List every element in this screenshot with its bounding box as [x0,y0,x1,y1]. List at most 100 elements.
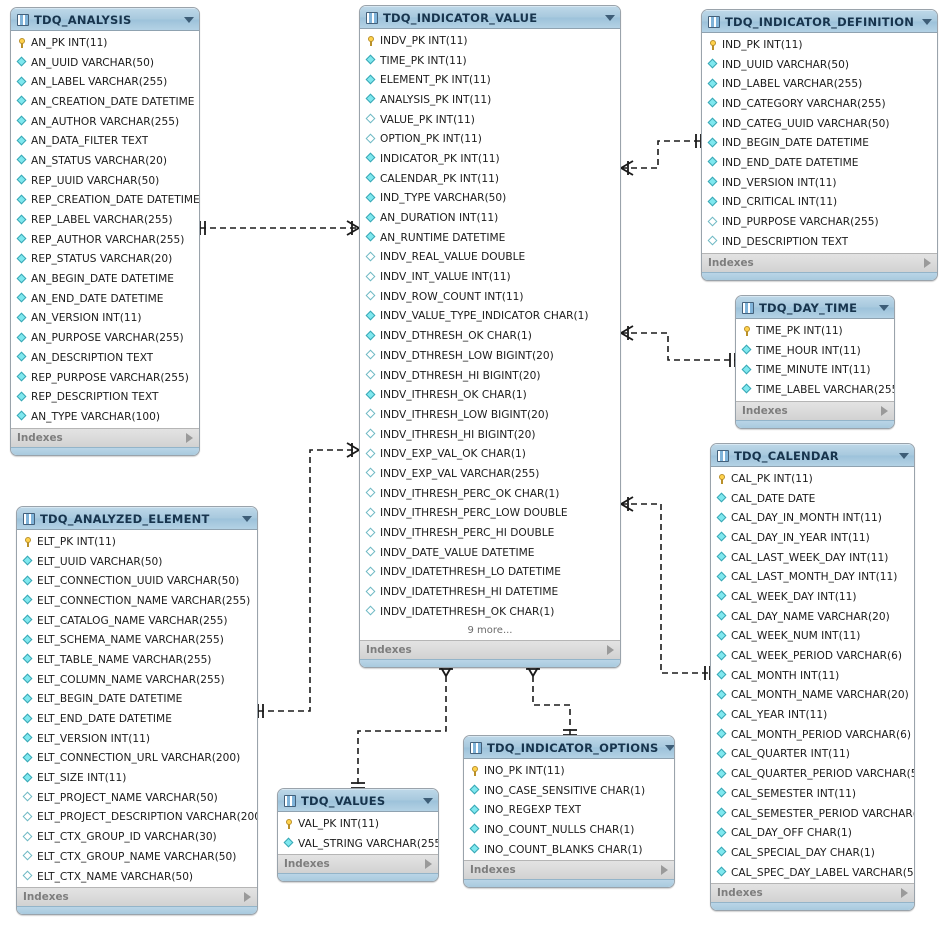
column-row[interactable]: INO_REGEXP TEXT [464,800,674,820]
more-columns-label[interactable]: 9 more... [467,624,513,636]
column-row[interactable]: INDV_ITHRESH_OK CHAR(1) [360,385,620,405]
entity-title-indicator_options[interactable]: TDQ_INDICATOR_OPTIONS [464,736,674,759]
column-row[interactable]: ELT_COLUMN_NAME VARCHAR(255) [17,670,257,690]
column-row[interactable]: CAL_SPECIAL_DAY CHAR(1) [711,843,914,863]
column-row[interactable]: ELT_CONNECTION_URL VARCHAR(200) [17,749,257,769]
indexes-section-analysis[interactable]: Indexes [11,427,199,447]
column-row[interactable]: INDV_IDATETHRESH_HI DATETIME [360,582,620,602]
column-row[interactable]: CAL_YEAR INT(11) [711,705,914,725]
column-row[interactable]: AN_BEGIN_DATE DATETIME [11,269,199,289]
column-row[interactable]: TIME_MINUTE INT(11) [736,360,894,380]
column-row[interactable]: ELT_TABLE_NAME VARCHAR(255) [17,650,257,670]
indexes-section-indicator_definition[interactable]: Indexes [702,252,937,272]
entity-title-indicator_definition[interactable]: TDQ_INDICATOR_DEFINITION [702,10,937,33]
column-row[interactable]: INDV_ITHRESH_PERC_OK CHAR(1) [360,484,620,504]
column-row[interactable]: INDV_DATE_VALUE DATETIME [360,543,620,563]
expand-right-icon[interactable] [661,865,668,876]
column-row[interactable]: IND_LABEL VARCHAR(255) [702,74,937,94]
column-row[interactable]: AN_PK INT(11) [11,33,199,53]
column-row[interactable]: ELEMENT_PK INT(11) [360,70,620,90]
chevron-down-icon[interactable] [664,744,674,751]
column-row[interactable]: CAL_QUARTER_PERIOD VARCHAR(5) [711,764,914,784]
column-row[interactable]: CAL_WEEK_NUM INT(11) [711,627,914,647]
column-row[interactable]: AN_DURATION INT(11) [360,208,620,228]
column-row[interactable]: IND_CATEGORY VARCHAR(255) [702,94,937,114]
column-row[interactable]: ELT_SCHEMA_NAME VARCHAR(255) [17,630,257,650]
column-row[interactable]: ELT_PK INT(11) [17,532,257,552]
column-row[interactable]: CAL_MONTH_NAME VARCHAR(20) [711,686,914,706]
column-row[interactable]: REP_LABEL VARCHAR(255) [11,210,199,230]
column-row[interactable]: CAL_DAY_OFF CHAR(1) [711,823,914,843]
column-row[interactable]: INDV_IDATETHRESH_LO DATETIME [360,563,620,583]
chevron-down-icon[interactable] [922,18,932,25]
column-row[interactable]: ELT_CONNECTION_NAME VARCHAR(255) [17,591,257,611]
indexes-section-day_time[interactable]: Indexes [736,400,894,420]
column-row[interactable]: CAL_MONTH_PERIOD VARCHAR(6) [711,725,914,745]
column-row[interactable]: ELT_PROJECT_DESCRIPTION VARCHAR(200) [17,808,257,828]
chevron-down-icon[interactable] [879,304,889,311]
indexes-section-analyzed_element[interactable]: Indexes [17,887,257,907]
column-row[interactable]: IND_BEGIN_DATE DATETIME [702,133,937,153]
entity-title-analyzed_element[interactable]: TDQ_ANALYZED_ELEMENT [17,507,257,530]
column-row[interactable]: IND_VERSION INT(11) [702,173,937,193]
column-row[interactable]: INDV_DTHRESH_OK CHAR(1) [360,326,620,346]
column-row[interactable]: CAL_LAST_MONTH_DAY INT(11) [711,567,914,587]
column-row[interactable]: ELT_VERSION INT(11) [17,729,257,749]
expand-right-icon[interactable] [607,644,614,655]
column-row[interactable]: REP_AUTHOR VARCHAR(255) [11,230,199,250]
column-row[interactable]: REP_CREATION_DATE DATETIME [11,191,199,211]
column-row[interactable]: IND_PURPOSE VARCHAR(255) [702,212,937,232]
expand-right-icon[interactable] [186,432,193,443]
column-row[interactable]: AN_DESCRIPTION TEXT [11,348,199,368]
column-row[interactable]: CAL_WEEK_PERIOD VARCHAR(6) [711,646,914,666]
column-row[interactable]: INDV_ITHRESH_HI BIGINT(20) [360,425,620,445]
expand-right-icon[interactable] [244,892,251,903]
column-row[interactable]: INDV_ITHRESH_LOW BIGINT(20) [360,405,620,425]
entity-title-day_time[interactable]: TDQ_DAY_TIME [736,296,894,319]
entity-title-analysis[interactable]: TDQ_ANALYSIS [11,8,199,31]
column-row[interactable]: IND_CRITICAL INT(11) [702,193,937,213]
column-row[interactable]: TIME_PK INT(11) [360,51,620,71]
column-row[interactable]: AN_DATA_FILTER TEXT [11,131,199,151]
column-row[interactable]: INDV_IDATETHRESH_OK CHAR(1) [360,602,620,622]
column-row[interactable]: IND_UUID VARCHAR(50) [702,55,937,75]
column-row[interactable]: CAL_DAY_NAME VARCHAR(20) [711,607,914,627]
column-row[interactable]: CALENDAR_PK INT(11) [360,169,620,189]
column-row[interactable]: ELT_BEGIN_DATE DATETIME [17,690,257,710]
entity-title-indicator_value[interactable]: TDQ_INDICATOR_VALUE [360,6,620,29]
column-row[interactable]: INDV_DTHRESH_LOW BIGINT(20) [360,346,620,366]
column-row[interactable]: INDV_DTHRESH_HI BIGINT(20) [360,366,620,386]
column-row[interactable]: ELT_END_DATE DATETIME [17,709,257,729]
entity-title-calendar[interactable]: TDQ_CALENDAR [711,444,914,467]
column-row[interactable]: INDV_REAL_VALUE DOUBLE [360,248,620,268]
column-row[interactable]: CAL_MONTH INT(11) [711,666,914,686]
column-row[interactable]: CAL_SEMESTER INT(11) [711,784,914,804]
column-row[interactable]: AN_CREATION_DATE DATETIME [11,92,199,112]
column-row[interactable]: INDV_ITHRESH_PERC_LOW DOUBLE [360,504,620,524]
indexes-section-values[interactable]: Indexes [278,854,438,874]
column-row[interactable]: REP_STATUS VARCHAR(20) [11,250,199,270]
column-row[interactable]: INO_CASE_SENSITIVE CHAR(1) [464,781,674,801]
chevron-down-icon[interactable] [605,14,615,21]
column-row[interactable]: REP_UUID VARCHAR(50) [11,171,199,191]
column-row[interactable]: INDV_ITHRESH_PERC_HI DOUBLE [360,523,620,543]
column-row[interactable]: INO_COUNT_NULLS CHAR(1) [464,820,674,840]
expand-right-icon[interactable] [425,859,432,870]
column-row[interactable]: ELT_UUID VARCHAR(50) [17,552,257,572]
column-row[interactable]: AN_VERSION INT(11) [11,309,199,329]
column-row[interactable]: AN_PURPOSE VARCHAR(255) [11,328,199,348]
column-row[interactable]: ELT_PROJECT_NAME VARCHAR(50) [17,788,257,808]
column-row[interactable]: AN_STATUS VARCHAR(20) [11,151,199,171]
column-row[interactable]: CAL_SEMESTER_PERIOD VARCHAR(6) [711,804,914,824]
column-row[interactable]: VAL_PK INT(11) [278,814,438,834]
column-row[interactable]: ELT_SIZE INT(11) [17,768,257,788]
chevron-down-icon[interactable] [184,16,194,23]
indexes-section-calendar[interactable]: Indexes [711,883,914,903]
